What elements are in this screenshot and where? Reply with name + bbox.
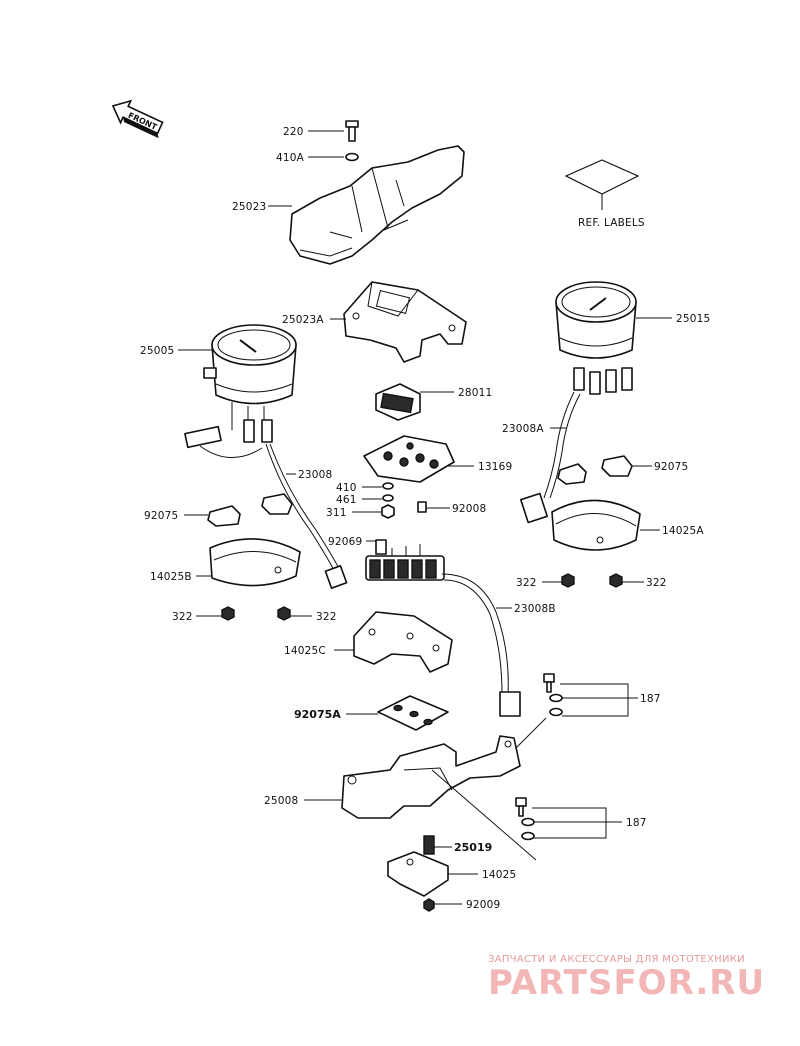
grommet-92075-left-a xyxy=(207,505,241,527)
part-number: 25008 xyxy=(264,795,298,807)
part-number: 92075A xyxy=(294,708,341,721)
part-number: 311 xyxy=(326,507,347,519)
damper-25019 xyxy=(423,835,435,855)
part-number: 28011 xyxy=(458,387,492,399)
ref-labels-icon xyxy=(564,159,640,195)
part-number: 410 xyxy=(336,482,357,494)
sockets-92069 xyxy=(365,539,445,581)
part-number: 220 xyxy=(283,126,304,138)
ref-labels-text: REF. LABELS xyxy=(578,217,645,229)
bracket-25008 xyxy=(341,735,521,819)
part-number: 13169 xyxy=(478,461,512,473)
bracket-14025c xyxy=(353,611,453,673)
washer-410 xyxy=(382,482,394,490)
cover-25023 xyxy=(289,145,465,265)
part-number: 322 xyxy=(172,611,193,623)
part-number: 14025B xyxy=(150,571,192,583)
part-number: 322 xyxy=(316,611,337,623)
part-number: 187 xyxy=(640,693,661,705)
part-number: 322 xyxy=(646,577,667,589)
nut-322-right-a xyxy=(561,573,575,588)
gauge-25005 xyxy=(203,324,297,443)
socket-28011 xyxy=(375,383,421,421)
bolt-220 xyxy=(345,120,359,142)
bracket-14025a xyxy=(551,499,641,551)
plate-13169 xyxy=(363,435,455,483)
grommet-92075-left-b xyxy=(261,493,293,515)
part-number: 92008 xyxy=(452,503,486,515)
bracket-14025b xyxy=(209,538,301,587)
nut-311 xyxy=(381,504,395,519)
nut-322-right-b xyxy=(609,573,623,588)
bolt-92009 xyxy=(423,898,435,912)
part-number: 187 xyxy=(626,817,647,829)
part-number: 25005 xyxy=(140,345,174,357)
harness-23008b xyxy=(441,573,521,717)
part-number: 410A xyxy=(276,152,305,164)
grommet-92075-right-b xyxy=(601,455,633,477)
bracket-14025 xyxy=(387,851,449,897)
part-number: 25023A xyxy=(282,314,324,326)
part-number: 25019 xyxy=(454,841,492,854)
part-number: 322 xyxy=(516,577,537,589)
part-number: 23008 xyxy=(298,469,332,481)
screw-92008 xyxy=(417,501,427,513)
harness-23008a xyxy=(519,391,581,524)
bolt-187-bottom xyxy=(515,797,535,841)
part-number: 23008B xyxy=(514,603,556,615)
housing-25023a xyxy=(343,281,467,363)
part-number: 14025C xyxy=(284,645,326,657)
part-number: 14025A xyxy=(662,525,704,537)
nut-322-left-a xyxy=(221,606,235,621)
gauge-25015 xyxy=(555,281,637,395)
front-arrow-icon: FRONT xyxy=(111,99,164,139)
washer-461 xyxy=(382,494,394,502)
washer-410a xyxy=(345,152,359,162)
part-number: 92075 xyxy=(144,510,178,522)
part-number: 25015 xyxy=(676,313,710,325)
pad-92075a xyxy=(377,695,449,731)
watermark-tagline: ЗАПЧАСТИ И АКСЕССУАРЫ ДЛЯ МОТОТЕХНИКИ xyxy=(488,954,745,965)
part-number: 23008A xyxy=(502,423,544,435)
part-number: 92009 xyxy=(466,899,500,911)
harness-23008 xyxy=(184,425,348,589)
part-number: 14025 xyxy=(482,869,516,881)
grommet-92075-right-a xyxy=(557,463,587,485)
nut-322-left-b xyxy=(277,606,291,621)
part-number: 461 xyxy=(336,494,357,506)
bolt-187-top xyxy=(543,673,563,717)
part-number: 92075 xyxy=(654,461,688,473)
watermark-brand: PARTSFOR.RU xyxy=(488,963,765,1003)
part-number: 92069 xyxy=(328,536,362,548)
part-number: 25023 xyxy=(232,201,266,213)
